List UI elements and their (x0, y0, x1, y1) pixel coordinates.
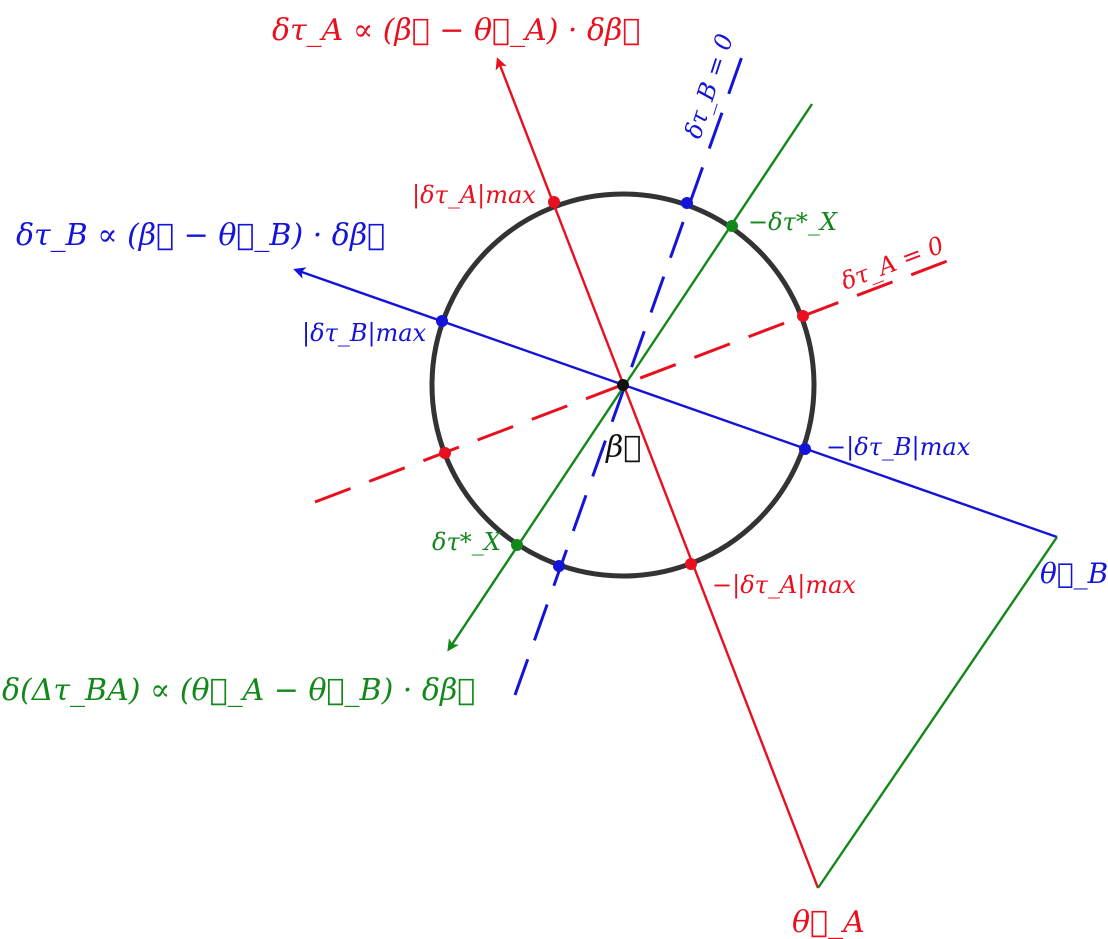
dtA-zero-label: δτ_A = 0 (837, 231, 948, 296)
dtX-minus-label: −δτ*_X (748, 208, 838, 236)
dtA-axis-line (495, 57, 820, 889)
ddt-axis-label: δ(Δτ_BA) ∝ (θ⃗_A − θ⃗_B) · δβ⃗ (2, 673, 475, 708)
dtX-plus-label: δτ*_X (432, 528, 502, 556)
dtB-zero-point-upper (681, 197, 693, 209)
beta-center-point (617, 379, 629, 391)
dtA-max-label: |δτ_A|max (412, 181, 536, 210)
dtB-zero-point-lower (553, 560, 565, 572)
dtA-min-point (685, 558, 697, 570)
dtA-zero-point-upper (797, 310, 809, 322)
dtB-max-label: |δτ_B|max (302, 319, 427, 348)
thetaA-thetaB-segment (817, 536, 1058, 889)
dtB-zero-dashed-line (513, 47, 747, 696)
dtB-axis-label: δτ_B ∝ (β⃗ − θ⃗_B) · δβ⃗ (16, 218, 385, 253)
unit-circle (429, 191, 817, 579)
beta-label: β⃗ (605, 430, 641, 465)
dtA-axis-label: δτ_A ∝ (β⃗ − θ⃗_A) · δβ⃗ (272, 13, 640, 48)
thetaB-label: θ⃗_B (1040, 557, 1108, 590)
ddt-axis-line (447, 103, 813, 652)
dtA-min-label: −|δτ_A|max (712, 571, 856, 600)
dtX-minus-point (726, 220, 738, 232)
dtB-axis-line (293, 267, 1058, 539)
thetaA-label: θ⃗_A (792, 905, 865, 939)
dtB-min-point (799, 443, 811, 455)
dtB-max-point (436, 315, 448, 327)
dtA-zero-point-lower (439, 447, 451, 459)
dtA-max-point (548, 196, 560, 208)
dtX-plus-point (511, 539, 523, 551)
dtB-min-label: −|δτ_B|max (826, 433, 971, 462)
